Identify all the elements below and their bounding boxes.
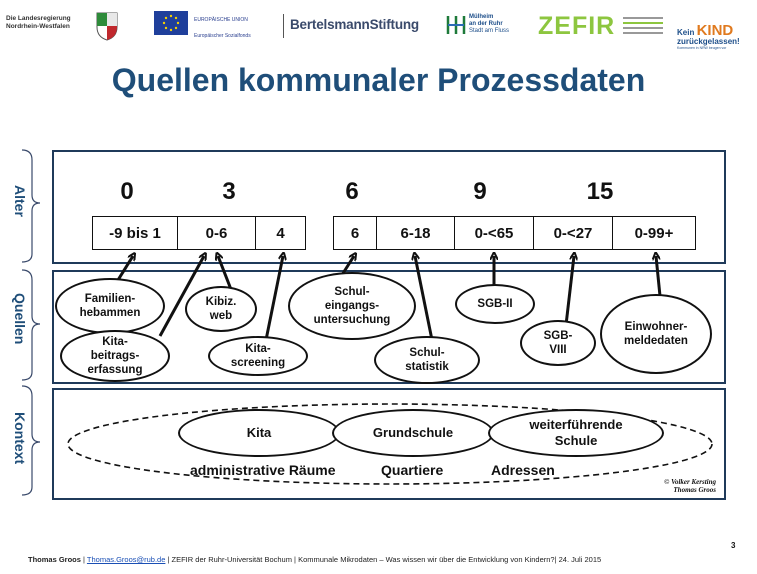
- age-label: 9: [473, 178, 487, 205]
- muelheim-line1: Mülheim: [469, 14, 494, 20]
- copyright-line2: Thomas Groos: [673, 486, 716, 494]
- footer-author: Thomas Groos: [28, 555, 81, 564]
- footer: Thomas Groos | Thomas.Groos@rub.de | ZEF…: [28, 555, 602, 564]
- age-range-cell: -9 bis 1: [92, 216, 178, 250]
- muelheim-logo-icon: [446, 16, 466, 34]
- muelheim-logo-text: Mülheim an der Ruhr Stadt am Fluss: [469, 14, 509, 35]
- source-familienhebammen-label: Familien- hebammen: [79, 293, 141, 319]
- page-title: Quellen kommunaler Prozessdaten: [111, 62, 646, 98]
- nrw-logo-text: Die Landesregierung Nordrhein-Westfalen: [6, 15, 71, 31]
- source-schulstatistik-label: Schul- statistik: [405, 347, 449, 373]
- source-sgb2-label: SGB-II: [477, 298, 513, 310]
- source-schulstatistik: Schul- statistik: [374, 336, 480, 384]
- age-range-cell: 0-<27: [533, 216, 613, 250]
- eu-logo-text: EUROPÄISCHE UNION Europäischer Sozialfon…: [194, 12, 251, 44]
- source-einwohner: Einwohner- meldedaten: [600, 294, 712, 374]
- context-kita: Kita: [178, 409, 340, 457]
- muelheim-line2: an der Ruhr: [469, 21, 503, 27]
- eu-line2: Europäischer Sozialfonds: [194, 33, 251, 39]
- logo-divider: [283, 14, 284, 38]
- age-range-cell: 0-6: [177, 216, 256, 250]
- section-label-alter: Alter: [12, 185, 28, 217]
- source-sgb8: SGB- VIII: [520, 320, 596, 366]
- context-grundschule: Grundschule: [332, 409, 494, 457]
- context-adressen: Adressen: [491, 462, 555, 478]
- context-kita-label: Kita: [246, 425, 272, 440]
- nrw-line2: Nordrhein-Westfalen: [6, 23, 70, 30]
- context-quartiere: Quartiere: [381, 462, 444, 478]
- footer-rest: | ZEFIR der Ruhr-Universität Bochum | Ko…: [165, 555, 602, 564]
- nrw-line1: Die Landesregierung: [6, 15, 71, 22]
- source-einwohner-label: Einwohner- meldedaten: [624, 321, 688, 347]
- zurueckgelassen-word: zurückgelassen!: [677, 37, 740, 46]
- context-weiterfuehrend: weiterführende Schule: [488, 409, 664, 457]
- eu-line1: EUROPÄISCHE UNION: [194, 17, 248, 23]
- section-brackets: [21, 149, 41, 496]
- age-range-cell: 0-99+: [612, 216, 696, 250]
- source-kitascreening-label: Kita- screening: [230, 343, 286, 369]
- page-number: 3: [731, 541, 736, 550]
- kein-kind-logo: Kein KIND zurückgelassen! Kommunen in NR…: [677, 23, 740, 51]
- age-range-cell: 4: [255, 216, 306, 250]
- zefir-subtext-lines: [623, 14, 663, 37]
- age-range-cell: 6-18: [376, 216, 455, 250]
- footer-email-link[interactable]: Thomas.Groos@rub.de: [86, 555, 166, 564]
- eu-flag-icon: [154, 11, 188, 35]
- bertelsmann-logo: BertelsmannStiftung: [290, 17, 419, 32]
- context-grundschule-label: Grundschule: [372, 425, 454, 440]
- source-kitabeitrag-label: Kita- beitrags- erfassung: [87, 336, 143, 376]
- kein-kind-slogan: Kommunen in NRW beugen vor: [677, 46, 727, 50]
- source-kibiz-label: Kibiz. web: [205, 296, 237, 322]
- kein-word: Kein: [677, 28, 695, 37]
- section-label-quellen: Quellen: [12, 293, 28, 345]
- source-kibiz: Kibiz. web: [185, 286, 257, 332]
- zefir-logo: ZEFIR: [538, 12, 616, 40]
- context-dashed-ellipse: [67, 403, 713, 485]
- muelheim-line3: Stadt am Fluss: [469, 28, 510, 34]
- context-weiterfuehrend-label: weiterführende Schule: [529, 417, 623, 448]
- kind-word: KIND: [696, 22, 734, 39]
- source-sgb2: SGB-II: [455, 284, 535, 324]
- age-label: 6: [345, 178, 359, 205]
- source-kitabeitrag: Kita- beitrags- erfassung: [60, 330, 170, 382]
- source-sgb8-label: SGB- VIII: [543, 330, 573, 356]
- source-schuleingang-label: Schul- eingangs- untersuchung: [313, 286, 391, 326]
- source-kitascreening: Kita- screening: [208, 336, 308, 376]
- copyright-line1: © Volker Kersting: [664, 478, 716, 486]
- nrw-crest-icon: [96, 12, 118, 41]
- copyright-note: © Volker Kersting Thomas Groos: [640, 478, 716, 494]
- age-label: 3: [222, 178, 236, 205]
- context-raeume: administrative Räume: [190, 462, 336, 478]
- source-familienhebammen: Familien- hebammen: [55, 278, 165, 334]
- age-label: 0: [120, 178, 134, 205]
- section-label-kontext: Kontext: [12, 412, 28, 465]
- source-schuleingang: Schul- eingangs- untersuchung: [288, 272, 416, 340]
- age-label: 15: [586, 178, 614, 205]
